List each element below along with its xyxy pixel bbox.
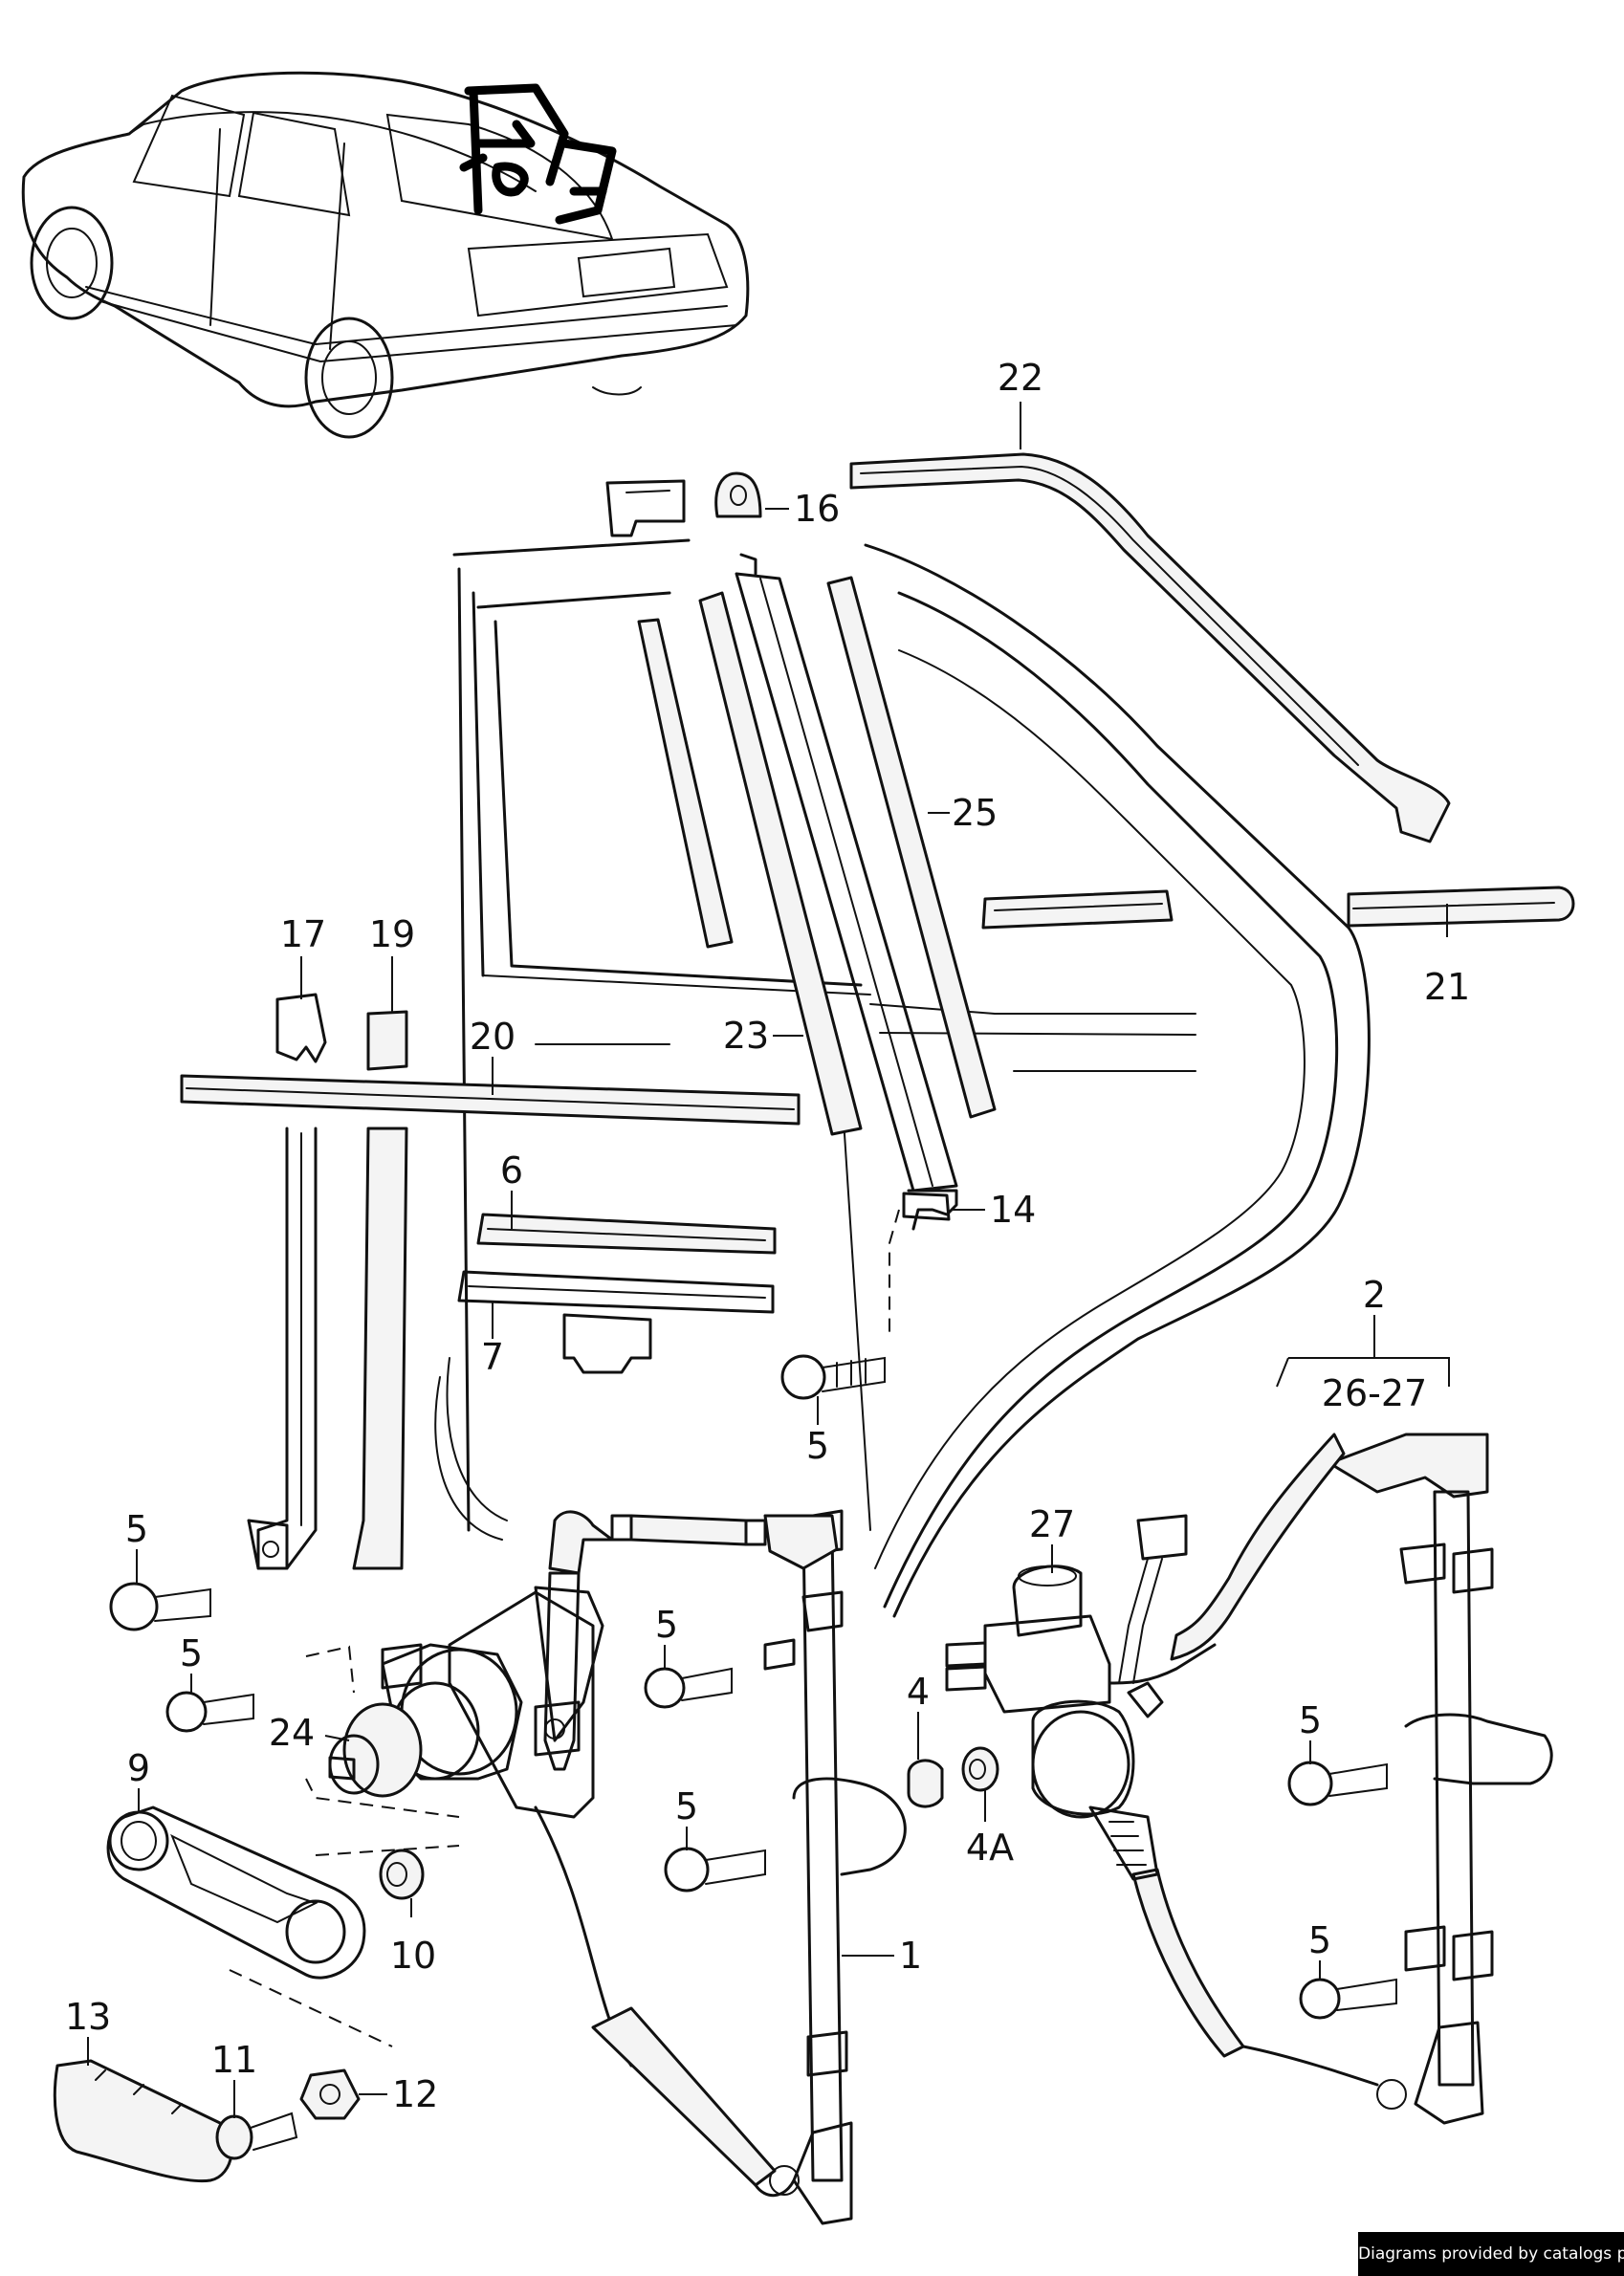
callout-24: 24 [269,1712,315,1754]
callout-10: 10 [390,1935,436,1977]
callout-21: 21 [1424,966,1470,1008]
cap-12 [299,2068,361,2120]
guide-6 [476,1213,777,1255]
bolt-5-right-lower [1299,1978,1397,2020]
bolt-5-mid-upper [644,1638,796,1709]
car-illustration [21,71,750,439]
callout-5-left-lower: 5 [180,1632,203,1674]
pillar-seal-19 [352,1010,408,1570]
seal-25 [826,576,997,1119]
callout-5-center: 5 [806,1425,829,1467]
callout-23: 23 [723,1015,769,1057]
washer-10 [379,1849,425,1900]
callout-13: 13 [65,1996,111,2038]
callout-5-mid-upper: 5 [655,1604,678,1646]
callout-20: 20 [470,1016,516,1058]
leader-lines [87,402,1450,2118]
callout-labels: 22 16 25 21 17 19 20 23 6 14 7 5 2 26-27… [65,357,1470,2115]
motor-24 [305,1643,523,1818]
callout-5-right-upper: 5 [1299,1699,1322,1741]
seal-23 [698,591,863,1136]
callout-12: 12 [392,2073,438,2115]
trim-13 [53,2059,233,2183]
callout-4a: 4A [966,1827,1014,1869]
belt-strip-20 [180,1074,801,1126]
clip-16 [714,471,762,518]
handle-9 [106,1805,460,2047]
callout-11: 11 [211,2039,257,2081]
callout-4: 4 [907,1671,930,1713]
callout-9: 9 [127,1747,150,1789]
callout-6: 6 [500,1149,523,1192]
motor-27 [945,1514,1217,1881]
seal-inner-channel [637,618,734,949]
bolt-5-center [780,1354,886,1400]
nut-4 [907,1759,944,1808]
bolt-5-left-lower [165,1691,254,1733]
callout-2: 2 [1363,1274,1386,1316]
callout-1: 1 [899,1935,922,1977]
door-frame [434,479,1371,1618]
bolt-5-right-upper [1287,1761,1388,1806]
bolt-5-left-upper [109,1519,289,1631]
callout-7: 7 [481,1336,504,1378]
callout-19: 19 [369,913,415,955]
window-regulator-2 [1131,1433,1553,2125]
belt-strip-21 [981,886,1575,930]
guide-7 [457,1270,775,1374]
callout-26-27: 26-27 [1322,1372,1427,1414]
screw-11 [215,2112,298,2160]
callout-22: 22 [998,357,1043,399]
callout-5-left-upper: 5 [125,1508,148,1550]
callout-17: 17 [280,913,326,955]
callout-25: 25 [952,792,998,834]
credit-badge: Diagrams provided by catalogs parts [1358,2232,1624,2276]
channel-14 [735,553,958,1339]
upper-door-seal [849,452,1451,843]
credit-text: Diagrams provided by catalogs parts [1358,2244,1624,2264]
window-regulator-1 [448,1509,907,2225]
callout-27: 27 [1029,1503,1075,1545]
callout-16: 16 [794,488,840,530]
callout-5-mid-lower: 5 [675,1785,698,1827]
bolt-5-mid-lower [664,1847,766,1893]
callout-14: 14 [990,1189,1036,1231]
callout-5-right-lower: 5 [1308,1919,1331,1961]
washer-4a [961,1746,999,1792]
